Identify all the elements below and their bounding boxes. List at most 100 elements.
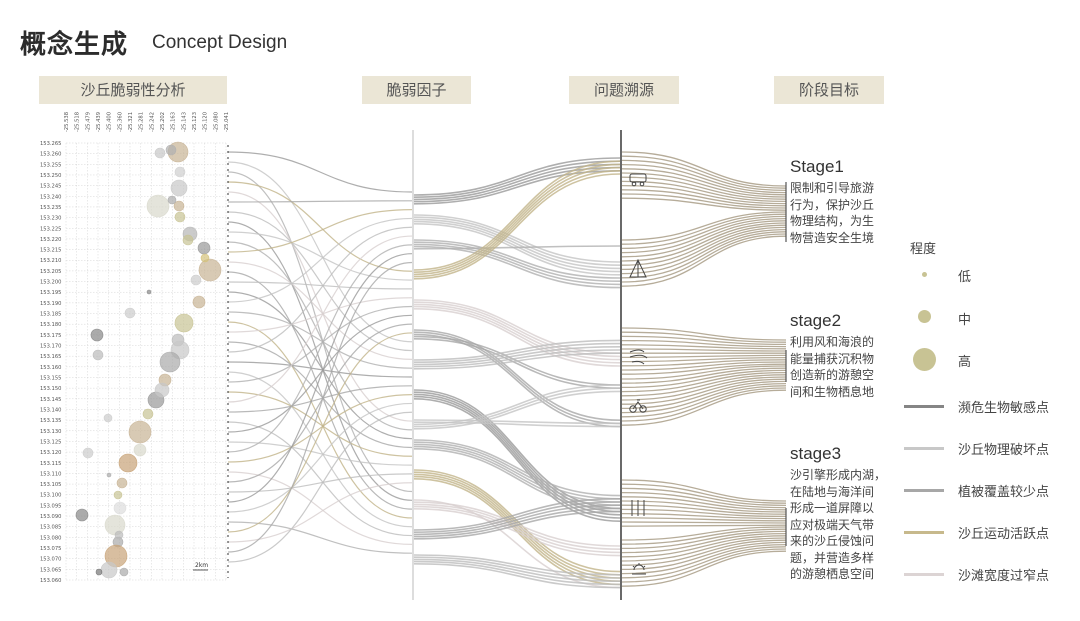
flow-line-3 [621, 331, 787, 343]
flow-line-3 [621, 222, 787, 262]
flow-line-3 [621, 327, 787, 341]
flow-line-2 [413, 216, 621, 266]
flow-line-2 [413, 160, 621, 198]
flow-line-2 [413, 554, 621, 576]
flow-line-2 [413, 352, 621, 370]
flow-line-1 [227, 385, 413, 413]
bubble [90, 328, 104, 342]
flow-line-3 [621, 159, 787, 192]
flow-line-3 [621, 500, 787, 513]
flow-line-3 [621, 193, 787, 209]
flow-line-1 [227, 261, 413, 553]
tent-shape [629, 258, 647, 278]
flow-line-1 [227, 261, 413, 360]
flow-line-1 [227, 394, 413, 463]
flow-line-1 [227, 361, 413, 378]
flow-line-2 [413, 346, 621, 366]
flow-line-2 [413, 441, 621, 500]
legend-label-4: 沙滩宽度过窄点 [958, 569, 1050, 584]
flow-line-1 [227, 297, 413, 333]
page-title: 概念生成 [20, 30, 129, 60]
flow-line-2 [413, 223, 621, 276]
y-axis-label: 153.235 [40, 205, 61, 211]
flow-line-3 [621, 176, 787, 200]
y-axis-label: 153.190 [40, 301, 61, 307]
flow-line-3 [621, 226, 787, 271]
flow-line-3 [621, 512, 787, 520]
flow-line-3 [621, 163, 787, 194]
bubble [200, 253, 210, 263]
flow-line-3 [621, 541, 787, 571]
stage1-title: Stage1 [790, 157, 844, 176]
flow-line-3 [621, 537, 787, 562]
column-axes [227, 130, 787, 600]
y-axis-label: 153.195 [40, 290, 61, 296]
flow-line-3 [621, 339, 787, 348]
flow-line-2 [413, 395, 621, 519]
header-analysis: 沙丘脆弱性分析 [39, 76, 227, 104]
flow-line-1 [227, 311, 413, 369]
flow-line-2 [413, 504, 621, 536]
flow-line-2 [413, 239, 621, 279]
bubble [100, 561, 118, 579]
tent-icon [629, 258, 647, 278]
bubble [119, 567, 129, 577]
flow-line-2 [413, 308, 621, 367]
legend-degree-mid: 中 [958, 313, 972, 328]
flow-line-2 [413, 445, 621, 506]
flow-line-3 [621, 356, 787, 363]
bubble [118, 453, 138, 473]
x-axis-label: -25.041 [224, 112, 230, 132]
bubble [142, 408, 154, 420]
legend-line-4 [904, 573, 944, 576]
y-axis-label: 153.225 [40, 226, 61, 232]
flow-line-3 [621, 548, 787, 583]
x-axis-label: -25.080 [213, 112, 219, 132]
legend-label-0: 濒危生物敏感点 [958, 401, 1050, 416]
car-icon [629, 173, 647, 187]
flow-line-3 [621, 539, 787, 566]
header-sources: 问题溯源 [569, 76, 679, 104]
y-axis-label: 153.075 [40, 546, 61, 552]
flow-line-1 [227, 521, 413, 554]
flow-line-3 [621, 197, 787, 211]
y-axis-label: 153.155 [40, 375, 61, 381]
fence-icon [631, 500, 645, 516]
flow-line-2 [413, 387, 621, 428]
flow-line-1 [227, 211, 413, 352]
bike-icon [629, 399, 647, 413]
y-axis-label: 153.110 [40, 471, 61, 477]
flow-line-1 [227, 244, 413, 453]
flow-line-2 [413, 218, 621, 270]
flow-line-1 [227, 217, 413, 303]
stage3-title: stage3 [790, 444, 842, 463]
flow-line-1 [227, 291, 413, 440]
legend-line-3 [904, 531, 944, 534]
flow-line-2 [413, 508, 621, 557]
flow-line-3 [621, 524, 787, 527]
flow-line-2 [413, 503, 621, 550]
flow-line-2 [413, 390, 621, 430]
legend-line-1 [904, 447, 944, 450]
bubble [146, 194, 170, 218]
flow-line-2 [413, 510, 621, 540]
bubble [128, 420, 152, 444]
flow-line-3 [621, 496, 787, 511]
y-axis-label: 153.150 [40, 386, 61, 392]
y-axis-label: 153.100 [40, 493, 61, 499]
flow-line-2 [413, 507, 621, 538]
flow-line-1 [227, 161, 413, 343]
y-axis-label: 153.095 [40, 503, 61, 509]
source-icons [629, 173, 648, 575]
flow-line-3 [621, 224, 787, 266]
flow-line-1 [227, 271, 413, 510]
flow-line-3 [621, 387, 787, 422]
flow-line-2 [413, 469, 621, 573]
flow-line-1 [227, 402, 413, 513]
y-axis-label: 153.265 [40, 141, 61, 147]
legend-line-0 [904, 405, 944, 408]
flow-line-3 [621, 233, 787, 283]
stage3-desc: 沙引擎形成内湖， 在陆地与海洋间 形成一道屏障以 应对极端天气带 来的沙丘侵蚀问… [790, 468, 887, 581]
flow-line-2 [413, 384, 621, 426]
